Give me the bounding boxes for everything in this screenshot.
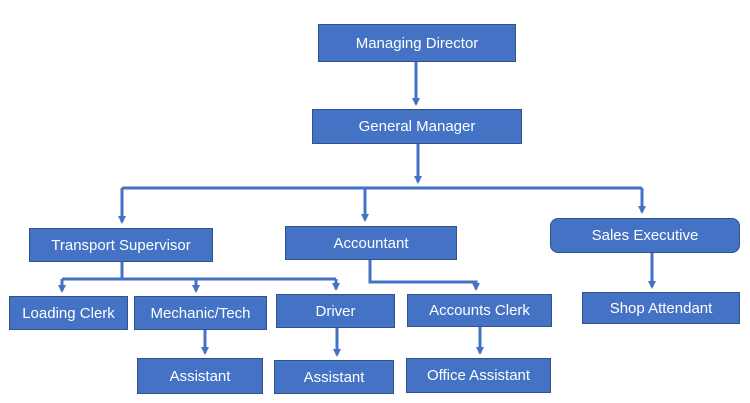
- node-managing-director: Managing Director: [318, 24, 516, 62]
- node-office-assistant: Office Assistant: [406, 358, 551, 393]
- node-sales-executive: Sales Executive: [550, 218, 740, 253]
- node-accounts-clerk: Accounts Clerk: [407, 294, 552, 327]
- node-label: Loading Clerk: [22, 304, 115, 322]
- node-label: Managing Director: [355, 34, 479, 52]
- node-label: Accounts Clerk: [429, 302, 530, 319]
- node-label: Transport Supervisor: [51, 236, 191, 254]
- node-label: Driver: [315, 302, 356, 320]
- node-label: Assistant: [303, 368, 365, 386]
- node-label: Accountant: [333, 234, 409, 252]
- node-label: Shop Attendant: [609, 299, 713, 317]
- node-shop-attendant: Shop Attendant: [582, 292, 740, 324]
- node-label: Office Assistant: [426, 367, 531, 384]
- node-accountant: Accountant: [285, 226, 457, 260]
- node-label: Assistant: [169, 367, 231, 385]
- node-loading-clerk: Loading Clerk: [9, 296, 128, 330]
- node-general-manager: General Manager: [312, 109, 522, 144]
- node-label: Mechanic/Tech: [150, 304, 251, 322]
- node-label: General Manager: [358, 118, 476, 135]
- node-driver: Driver: [276, 294, 395, 328]
- connector-accountant-accounts-clerk: [368, 260, 480, 291]
- node-label: Sales Executive: [591, 227, 699, 244]
- node-mechanic-tech: Mechanic/Tech: [134, 296, 267, 330]
- node-driver-assistant: Assistant: [274, 360, 394, 394]
- node-transport-supervisor: Transport Supervisor: [29, 228, 213, 262]
- node-mechanic-assistant: Assistant: [137, 358, 263, 394]
